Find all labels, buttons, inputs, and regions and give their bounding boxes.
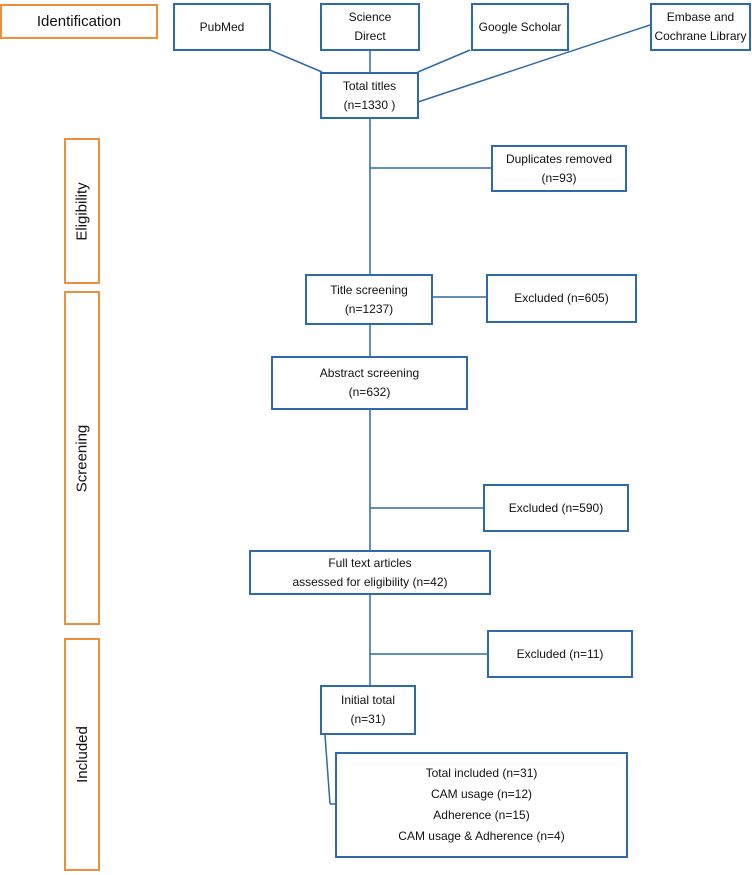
source-science-direct-line1: Science xyxy=(348,10,392,24)
initial-total-box: Initial total (n=31) xyxy=(320,685,416,735)
title-screening-label: Title screening xyxy=(330,282,408,297)
excluded-11-label: Excluded (n=11) xyxy=(516,646,604,661)
source-google-scholar: Google Scholar xyxy=(471,3,569,51)
stage-eligibility-label: Eligibility xyxy=(73,181,91,241)
source-science-direct-line2: Direct xyxy=(354,29,386,43)
excluded-11-box: Excluded (n=11) xyxy=(487,630,633,678)
final-cam-and-adherence: CAM usage & Adherence (n=4) xyxy=(398,829,565,843)
stage-screening-label: Screening xyxy=(73,424,91,492)
stage-included-label: Included xyxy=(73,726,91,783)
source-embase-line2: Cochrane Library xyxy=(654,29,747,43)
initial-total-count: (n=31) xyxy=(350,712,386,726)
initial-total-label: Initial total xyxy=(340,693,396,707)
source-embase-cochrane: Embase and Cochrane Library xyxy=(650,3,751,51)
title-screening-count: (n=1237) xyxy=(344,301,394,316)
final-cam-usage: CAM usage (n=12) xyxy=(430,787,533,801)
source-pubmed: PubMed xyxy=(173,3,271,51)
stage-eligibility: Eligibility xyxy=(64,138,100,284)
full-text-line1: Full text articles xyxy=(328,555,412,570)
source-google-scholar-label: Google Scholar xyxy=(478,19,562,34)
source-embase-line1: Embase and xyxy=(666,10,735,24)
duplicates-removed-box: Duplicates removed (n=93) xyxy=(491,145,627,192)
stage-identification: Identification xyxy=(0,4,158,39)
excluded-590-box: Excluded (n=590) xyxy=(483,484,629,532)
title-screening-box: Title screening (n=1237) xyxy=(305,274,433,325)
final-included-box: Total included (n=31) CAM usage (n=12) A… xyxy=(335,752,628,858)
stage-screening: Screening xyxy=(64,291,100,625)
excluded-605-box: Excluded (n=605) xyxy=(486,274,637,323)
excluded-605-label: Excluded (n=605) xyxy=(514,291,609,305)
total-titles-label: Total titles xyxy=(342,78,397,93)
stage-identification-label: Identification xyxy=(36,13,122,30)
duplicates-removed-label: Duplicates removed xyxy=(505,151,613,166)
stage-included: Included xyxy=(64,638,100,871)
final-total-included: Total included (n=31) xyxy=(425,766,538,780)
abstract-screening-box: Abstract screening (n=632) xyxy=(271,356,468,410)
source-pubmed-label: PubMed xyxy=(199,19,245,34)
total-titles-box: Total titles (n=1330 ) xyxy=(320,72,419,119)
full-text-box: Full text articles assessed for eligibil… xyxy=(249,550,491,595)
total-titles-count: (n=1330 ) xyxy=(343,97,396,112)
abstract-screening-label: Abstract screening xyxy=(319,366,420,380)
abstract-screening-count: (n=632) xyxy=(348,385,391,399)
final-adherence: Adherence (n=15) xyxy=(433,808,530,822)
excluded-590-label: Excluded (n=590) xyxy=(508,500,604,515)
source-science-direct: Science Direct xyxy=(320,3,420,51)
duplicates-removed-count: (n=93) xyxy=(541,170,577,185)
full-text-line2: assessed for eligibility (n=42) xyxy=(292,574,448,589)
